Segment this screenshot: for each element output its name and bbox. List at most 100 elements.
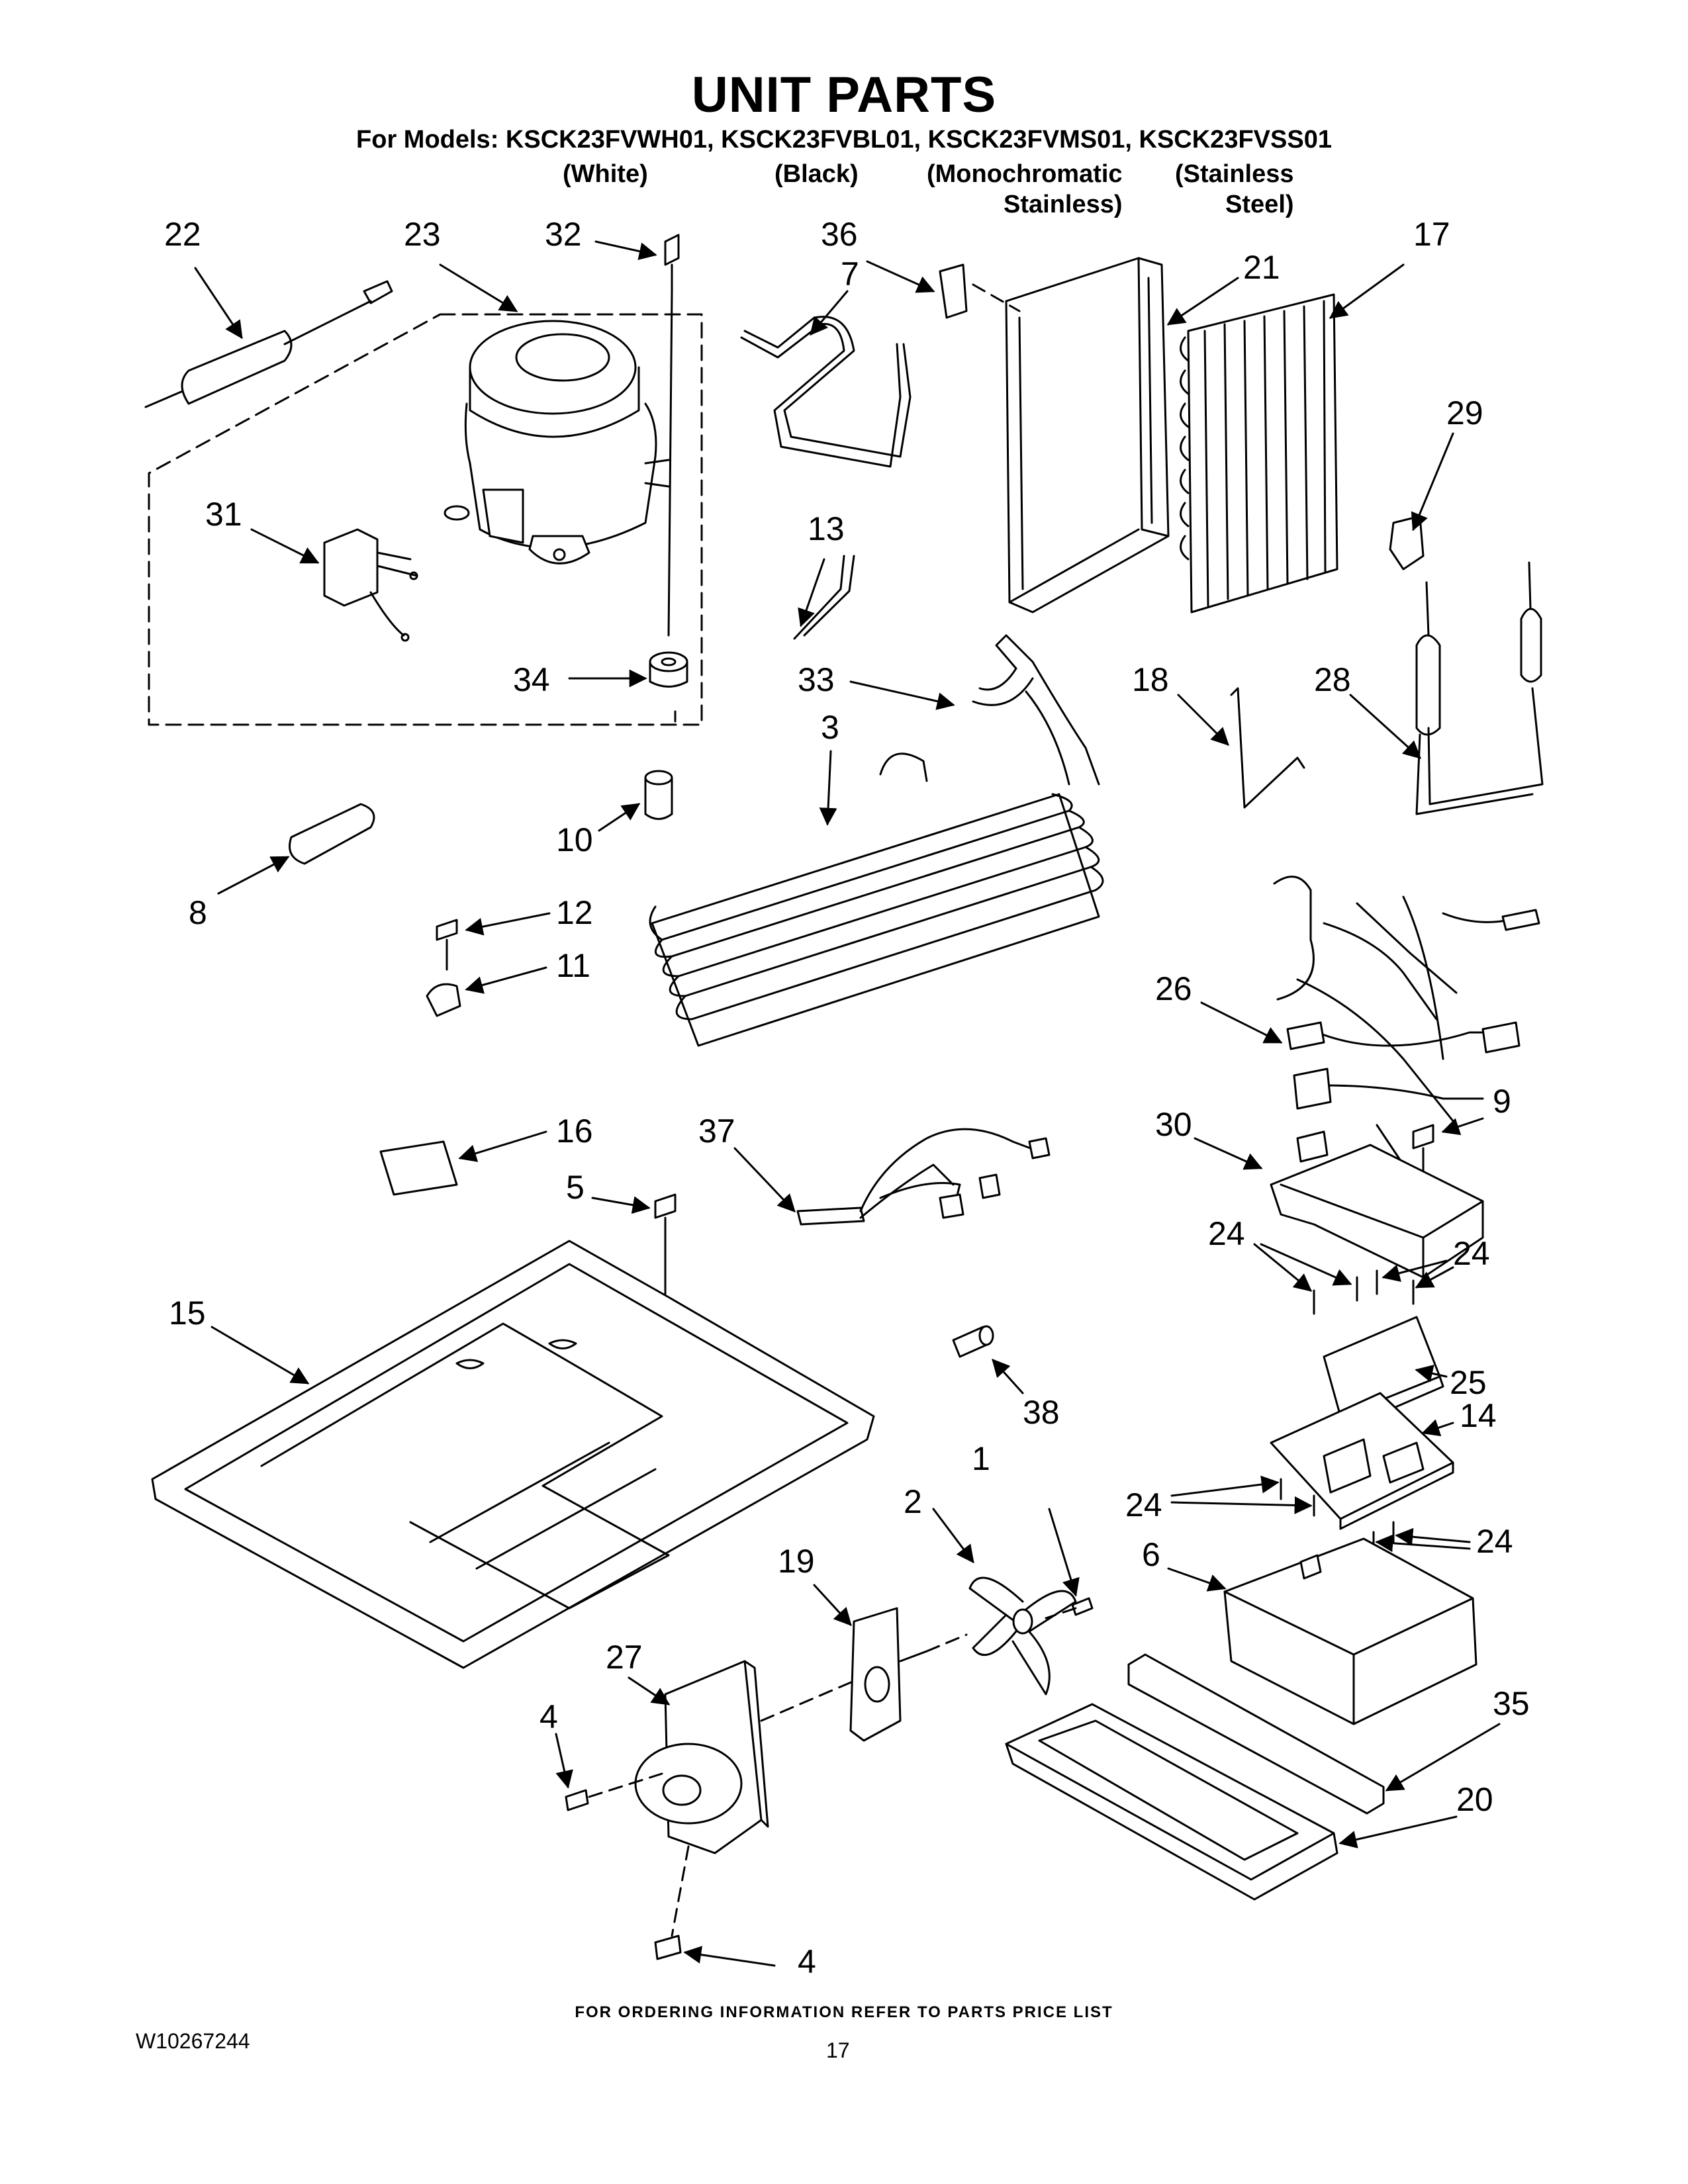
part-19-fan-motor bbox=[849, 1607, 928, 1742]
callout-34: 34 bbox=[513, 661, 550, 698]
callout-27: 27 bbox=[606, 1639, 643, 1676]
callout-2: 2 bbox=[904, 1483, 922, 1520]
callout-36: 36 bbox=[821, 216, 858, 253]
leader-5 bbox=[591, 1196, 651, 1214]
leader-25 bbox=[1415, 1365, 1448, 1383]
leader-24-f bbox=[1170, 1496, 1313, 1514]
callout-30: 30 bbox=[1155, 1106, 1192, 1143]
part-15-heater-base bbox=[151, 1240, 875, 1669]
callout-24: 24 bbox=[1476, 1523, 1513, 1560]
page-number: 17 bbox=[826, 2038, 850, 2062]
part-6-control-box bbox=[1223, 1537, 1477, 1725]
callout-33: 33 bbox=[798, 661, 835, 698]
callout-21: 21 bbox=[1243, 249, 1280, 286]
leader-4-upper bbox=[555, 1733, 573, 1789]
callout-13: 13 bbox=[808, 510, 845, 547]
callout-24: 24 bbox=[1453, 1235, 1490, 1272]
leader-30 bbox=[1194, 1137, 1263, 1170]
part-34-grommet bbox=[649, 651, 688, 688]
leader-1 bbox=[1048, 1508, 1080, 1597]
compressor-mount-centerline bbox=[667, 290, 673, 637]
part-23-compressor bbox=[444, 320, 670, 565]
part-21-condenser-shroud bbox=[1005, 257, 1170, 614]
part-14-main-board bbox=[1270, 1392, 1454, 1530]
callout-1: 1 bbox=[972, 1440, 990, 1477]
leader-24-g bbox=[1395, 1527, 1471, 1546]
callout-26: 26 bbox=[1155, 970, 1192, 1007]
callout-14: 14 bbox=[1460, 1397, 1497, 1434]
leader-10 bbox=[598, 803, 641, 832]
leader-2 bbox=[932, 1508, 974, 1564]
callout-20: 20 bbox=[1456, 1781, 1493, 1818]
leader-23 bbox=[439, 263, 518, 312]
callout-3: 3 bbox=[821, 709, 839, 746]
leader-27 bbox=[628, 1676, 671, 1706]
leader-9 bbox=[1441, 1117, 1484, 1136]
leader-13 bbox=[798, 558, 825, 627]
part-10-cylinder bbox=[644, 776, 673, 820]
callout-7: 7 bbox=[841, 255, 859, 293]
part-37-fan-harness bbox=[796, 1128, 1051, 1226]
leader-29 bbox=[1411, 432, 1454, 531]
part-20-drain-pan bbox=[1005, 1703, 1338, 1901]
callout-16: 16 bbox=[556, 1113, 593, 1150]
leader-8 bbox=[217, 856, 290, 895]
leader-21 bbox=[1166, 277, 1239, 326]
leader-38 bbox=[992, 1358, 1024, 1394]
models-line: For Models: KSCK23FVWH01, KSCK23FVBL01, … bbox=[356, 126, 1332, 154]
leader-24-b bbox=[1260, 1243, 1352, 1286]
part-32-screw bbox=[664, 234, 680, 293]
part-30-cover bbox=[1270, 1144, 1484, 1279]
part-13-tube bbox=[793, 555, 855, 640]
assembly-axis-lines bbox=[588, 283, 1077, 1937]
callout-18: 18 bbox=[1132, 661, 1169, 698]
part-36-clip bbox=[939, 263, 968, 319]
ordering-note: FOR ORDERING INFORMATION REFER TO PARTS … bbox=[575, 2003, 1113, 2021]
callout-38: 38 bbox=[1023, 1394, 1060, 1431]
compressor-assembly-outline bbox=[148, 313, 703, 726]
callout-11: 11 bbox=[556, 947, 590, 984]
callout-12: 12 bbox=[556, 894, 593, 931]
part-2-fan-blade bbox=[968, 1576, 1077, 1696]
callout-29: 29 bbox=[1446, 394, 1483, 432]
callout-9: 9 bbox=[1493, 1083, 1511, 1120]
leader-16 bbox=[458, 1130, 547, 1162]
leader-32 bbox=[594, 240, 657, 260]
part-4-screw-upper bbox=[565, 1789, 589, 1811]
part-33-tube bbox=[972, 634, 1100, 786]
callout-35: 35 bbox=[1493, 1685, 1530, 1722]
part-5-screw bbox=[654, 1193, 677, 1308]
part-24-screw-group-lower bbox=[1280, 1478, 1395, 1553]
leader-17 bbox=[1329, 263, 1405, 319]
callout-24: 24 bbox=[1125, 1486, 1162, 1524]
part-17-condenser-coil bbox=[1180, 293, 1338, 614]
leader-24-c bbox=[1382, 1259, 1448, 1282]
callout-23: 23 bbox=[404, 216, 441, 253]
document-number: W10267244 bbox=[136, 2029, 250, 2053]
part-4-screw-lower bbox=[654, 1934, 682, 1960]
callout-17: 17 bbox=[1413, 216, 1450, 253]
leader-33 bbox=[849, 680, 955, 710]
leader-36 bbox=[866, 260, 935, 293]
callout-19: 19 bbox=[778, 1543, 815, 1580]
part-1-screw bbox=[1071, 1597, 1094, 1616]
leader-20 bbox=[1338, 1815, 1458, 1848]
leader-7 bbox=[810, 290, 849, 336]
leader-31 bbox=[250, 528, 320, 564]
callout-15: 15 bbox=[169, 1295, 206, 1332]
part-35-strip bbox=[1127, 1653, 1385, 1815]
part-12-screw bbox=[436, 919, 458, 971]
part-27-fan-shroud bbox=[634, 1660, 769, 1854]
callout-28: 28 bbox=[1314, 661, 1351, 698]
callout-31: 31 bbox=[205, 496, 242, 533]
leader-19 bbox=[813, 1584, 852, 1626]
page-title: UNIT PARTS bbox=[691, 67, 997, 123]
callout-10: 10 bbox=[556, 821, 593, 858]
leader-15 bbox=[211, 1326, 310, 1385]
callout-24: 24 bbox=[1208, 1215, 1245, 1252]
leader-24-h bbox=[1375, 1534, 1471, 1553]
leader-11 bbox=[465, 966, 547, 994]
variant-monochromatic-stainless: (Monochromatic Stainless) bbox=[927, 160, 1123, 218]
part-8-sleeve bbox=[289, 803, 375, 865]
